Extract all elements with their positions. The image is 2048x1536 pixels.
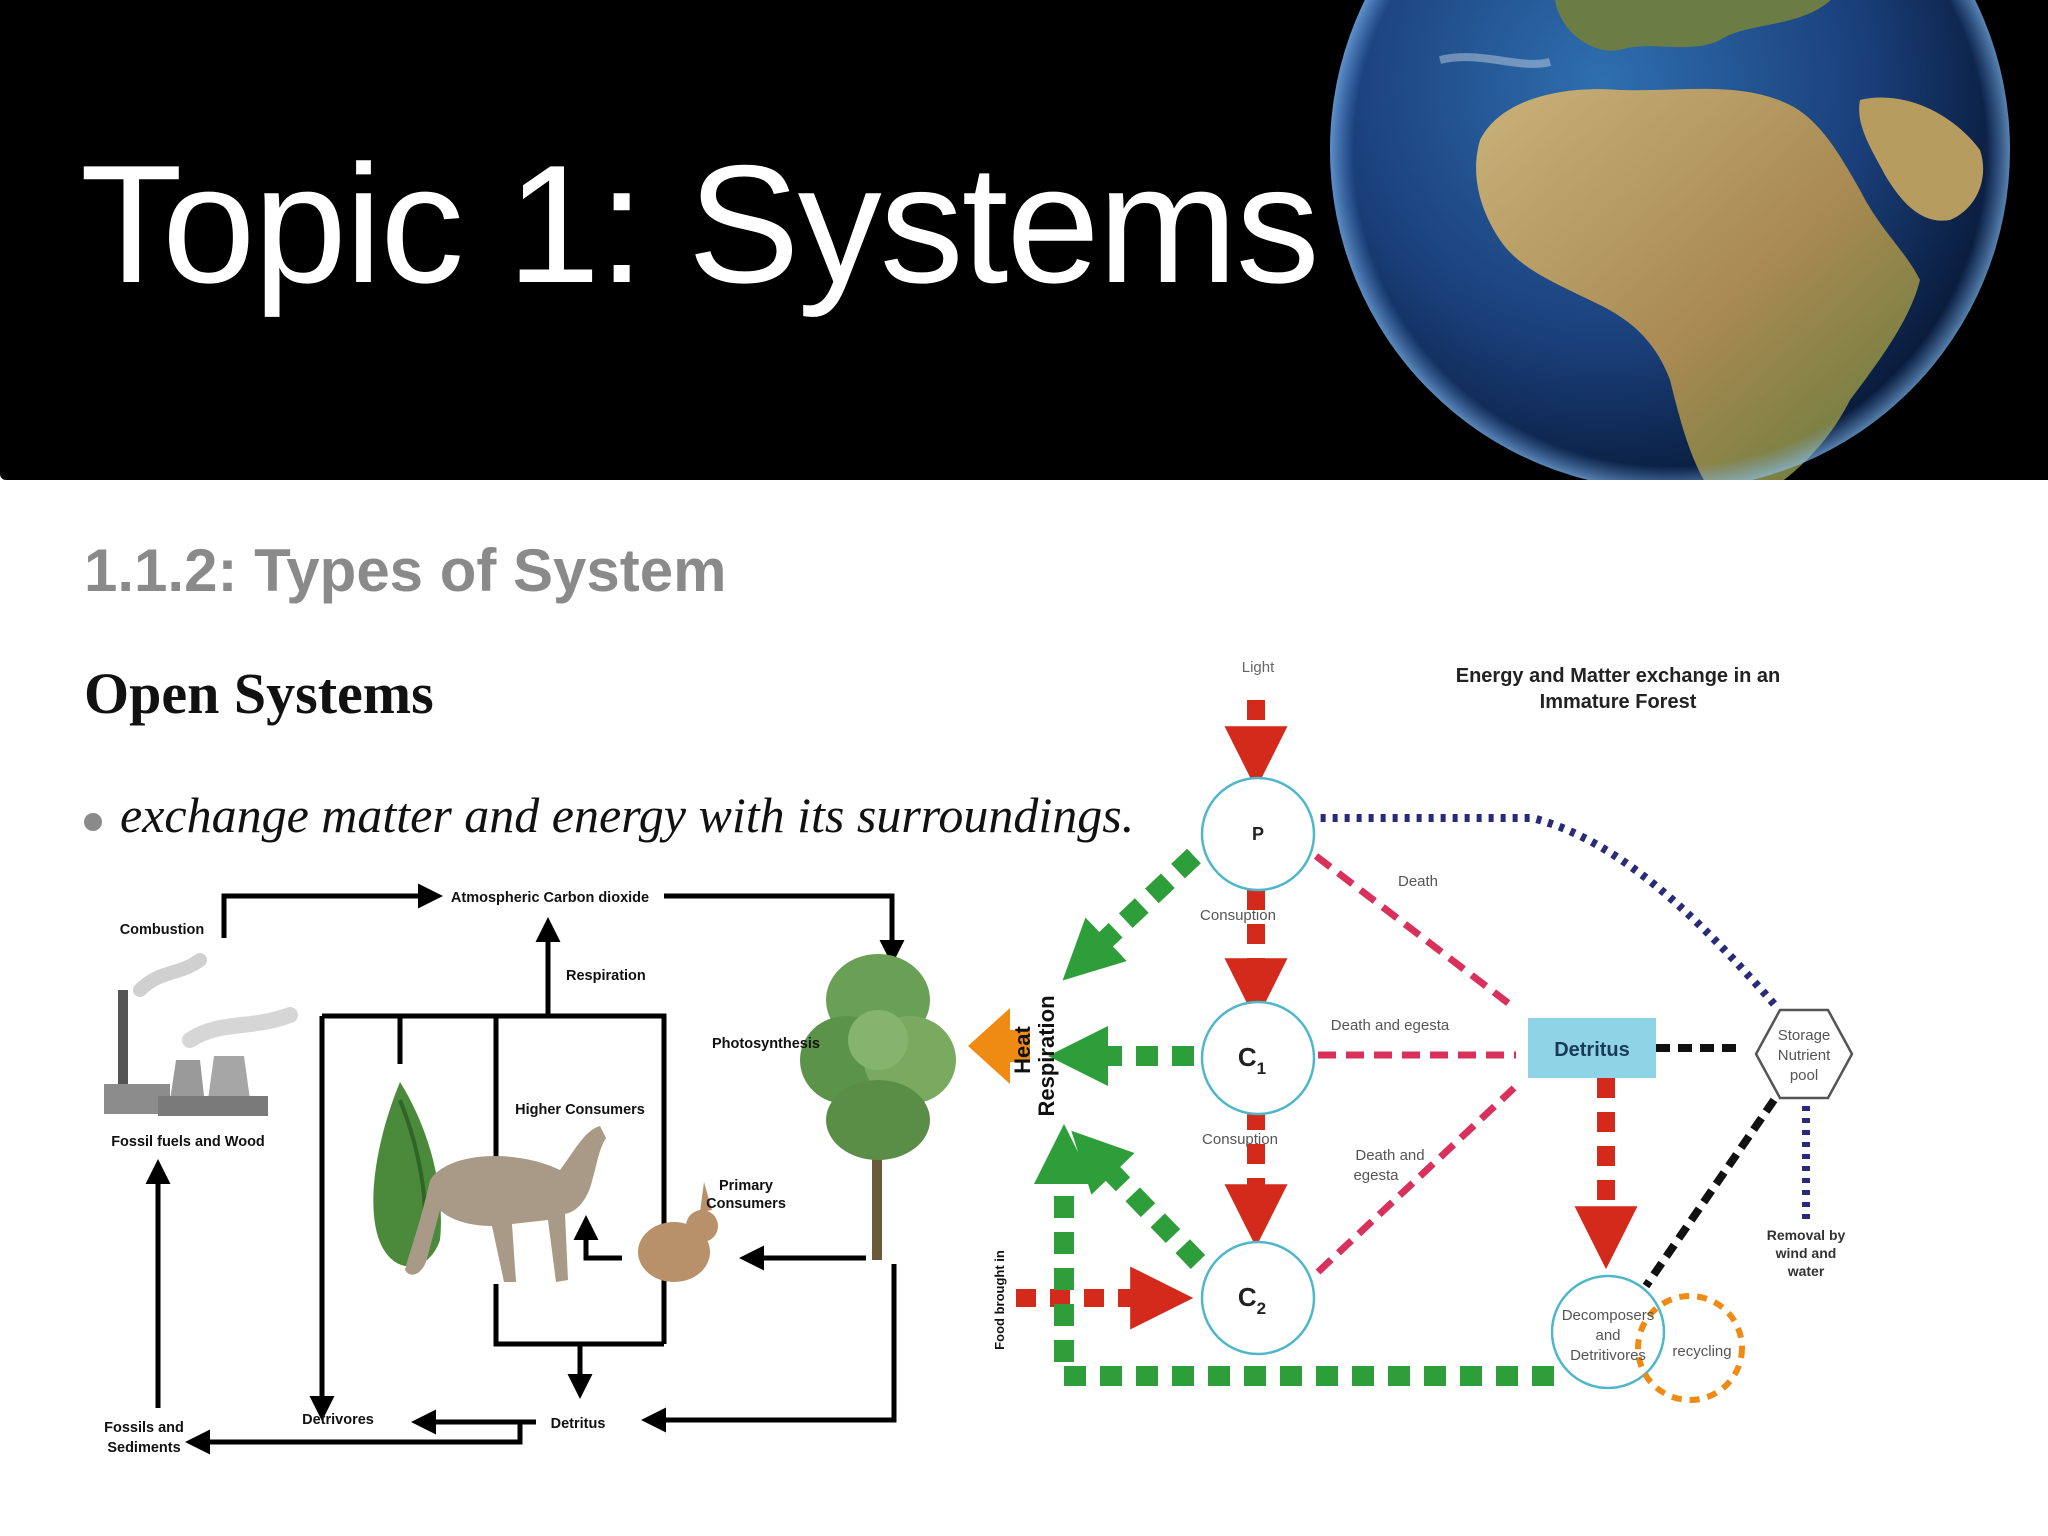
arrow-death bbox=[1313, 853, 1515, 1009]
node-c1-label: C1 bbox=[1238, 1042, 1266, 1078]
label-wind-and: wind and bbox=[1775, 1245, 1837, 1261]
label-heat: Heat bbox=[1010, 1025, 1035, 1073]
label-fossil-fuels-and-wood: Fossil fuels and Wood bbox=[111, 1134, 265, 1150]
node-detritus-box bbox=[1528, 1018, 1656, 1078]
label-combustion: Combustion bbox=[120, 922, 205, 938]
node-p-circle bbox=[1200, 776, 1316, 892]
forest-title-line1: Energy and Matter exchange in an bbox=[1456, 665, 1781, 687]
label-consumers: Consumers bbox=[706, 1196, 786, 1212]
arrow-combustion-to-atmosphere bbox=[221, 883, 443, 938]
heat-arrow-icon bbox=[968, 1008, 1030, 1084]
section-heading: Open Systems bbox=[84, 661, 434, 726]
node-p-label: P bbox=[1252, 824, 1264, 844]
label-respiration: Respiration bbox=[566, 968, 646, 984]
arrow-primary-to-higher bbox=[573, 1215, 622, 1261]
label-detrivores: Detrivores bbox=[302, 1412, 374, 1428]
factory-icon bbox=[104, 953, 298, 1116]
label-consumption-2: Consuption bbox=[1202, 1131, 1278, 1148]
label-nutrient: Nutrient bbox=[1778, 1047, 1831, 1064]
label-death: Death bbox=[1398, 873, 1438, 890]
label-egesta: egesta bbox=[1353, 1167, 1399, 1184]
bullet-dot-icon bbox=[84, 812, 102, 831]
label-photosynthesis: Photosynthesis bbox=[712, 1036, 820, 1052]
arrow-to-fossils bbox=[185, 1422, 523, 1455]
bullet-item: exchange matter and energy with its surr… bbox=[84, 786, 1134, 844]
label-water: water bbox=[1787, 1263, 1825, 1279]
node-c2-label: C2 bbox=[1238, 1282, 1266, 1318]
label-detritus: Detritus bbox=[551, 1416, 606, 1432]
label-detritivores: Detritivores bbox=[1570, 1347, 1646, 1364]
arrow-decomposers-respiration bbox=[1034, 1124, 1554, 1386]
label-consumption-1: Consuption bbox=[1200, 907, 1276, 924]
rabbit-icon bbox=[638, 1182, 718, 1282]
node-decomposers-circle bbox=[1550, 1274, 1666, 1390]
title-banner: Topic 1: Systems bbox=[0, 0, 2048, 480]
section-subtitle: 1.1.2: Types of System bbox=[84, 537, 727, 604]
arrow-decomposers-to-storage bbox=[1642, 1097, 1778, 1289]
bullet-text: exchange matter and energy with its surr… bbox=[120, 787, 1135, 843]
arrow-tree-to-detritus bbox=[641, 1264, 897, 1433]
label-pool: pool bbox=[1790, 1067, 1818, 1084]
label-decomposers: Decomposers bbox=[1562, 1307, 1655, 1324]
label-recycling: recycling bbox=[1672, 1343, 1731, 1360]
arrow-p-respiration bbox=[1062, 848, 1201, 981]
wolf-icon bbox=[405, 1126, 606, 1282]
label-higher-consumers: Higher Consumers bbox=[515, 1102, 645, 1118]
label-storage: Storage bbox=[1778, 1027, 1831, 1044]
recycling-loop bbox=[1635, 1293, 1745, 1403]
label-sediments: Sediments bbox=[107, 1440, 180, 1456]
arrow-storage-to-p bbox=[1320, 814, 1778, 1007]
label-light: Light bbox=[1242, 659, 1275, 676]
earth-globe-image bbox=[1320, 0, 2020, 480]
node-detritus-label: Detritus bbox=[1554, 1039, 1630, 1061]
arrow-c2-respiration bbox=[1071, 1130, 1206, 1269]
deciduous-tree-icon bbox=[800, 954, 956, 1260]
node-c2-circle bbox=[1200, 1240, 1316, 1356]
label-death-and-egesta: Death and egesta bbox=[1331, 1017, 1450, 1034]
label-primary: Primary bbox=[719, 1178, 773, 1194]
label-food-brought-in: Food brought in bbox=[992, 1250, 1007, 1350]
label-death-and: Death and bbox=[1355, 1147, 1424, 1164]
banner-title: Topic 1: Systems bbox=[80, 130, 1320, 318]
label-removal-by: Removal by bbox=[1767, 1227, 1846, 1243]
carbon-cycle-diagram: Atmospheric Carbon dioxide Combustion Re… bbox=[104, 883, 956, 1456]
consumers-to-detritus-line bbox=[493, 1284, 664, 1347]
label-atmospheric-carbon-dioxide: Atmospheric Carbon dioxide bbox=[451, 890, 649, 906]
label-fossils-and: Fossils and bbox=[104, 1420, 184, 1436]
forest-exchange-diagram: Energy and Matter exchange in an Immatur… bbox=[968, 659, 1854, 1403]
forest-title-line2: Immature Forest bbox=[1540, 691, 1697, 713]
label-and: and bbox=[1595, 1327, 1620, 1344]
arrow-death-egesta-c2 bbox=[1315, 1085, 1517, 1275]
label-respiration-vertical: Respiration bbox=[1034, 995, 1059, 1116]
node-storage-hexagon bbox=[1754, 1008, 1854, 1100]
arrow-atmosphere-to-tree bbox=[664, 893, 905, 965]
node-c1-circle bbox=[1200, 1000, 1316, 1116]
